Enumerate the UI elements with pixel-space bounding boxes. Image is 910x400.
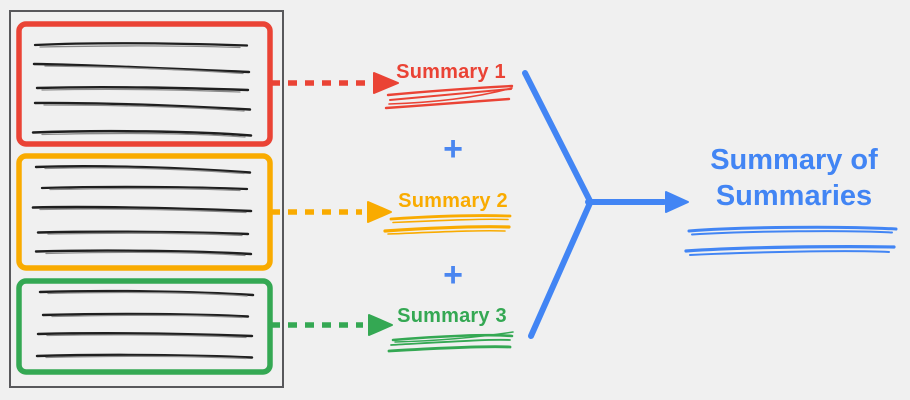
chunk-1-text-scribbles	[31, 42, 253, 138]
summary-3-scribble	[387, 331, 514, 353]
chunk-3-box	[16, 278, 273, 375]
chunk-1-box	[16, 21, 273, 147]
summary-1-label: Summary 1	[396, 61, 506, 83]
chunk-2-arrowhead-icon	[367, 201, 392, 223]
merge-arrowhead-icon	[665, 191, 689, 213]
chunk-2-arrow	[271, 201, 392, 223]
summary-3-label: Summary 3	[397, 305, 507, 327]
document-frame	[9, 10, 284, 388]
chunk-2-box	[16, 153, 273, 271]
chunk-3-arrowhead-icon	[368, 314, 393, 336]
chunk-1-arrowhead-icon	[373, 72, 399, 94]
merge-arrow	[522, 70, 689, 339]
summary-of-summaries-label: Summary of Summaries	[710, 144, 878, 212]
output-scribble	[684, 225, 898, 256]
summary-2-label: Summary 2	[398, 190, 508, 212]
chunk-3-text-scribbles	[35, 289, 255, 360]
plus-operator-2: +	[443, 256, 463, 294]
summary-1-scribble	[384, 84, 514, 110]
chunk-2-text-scribbles	[31, 164, 253, 257]
summary-2-scribble	[383, 214, 512, 235]
chunk-3-arrow	[271, 314, 393, 336]
plus-operator-1: +	[443, 130, 463, 168]
chunk-1-arrow	[271, 72, 399, 94]
